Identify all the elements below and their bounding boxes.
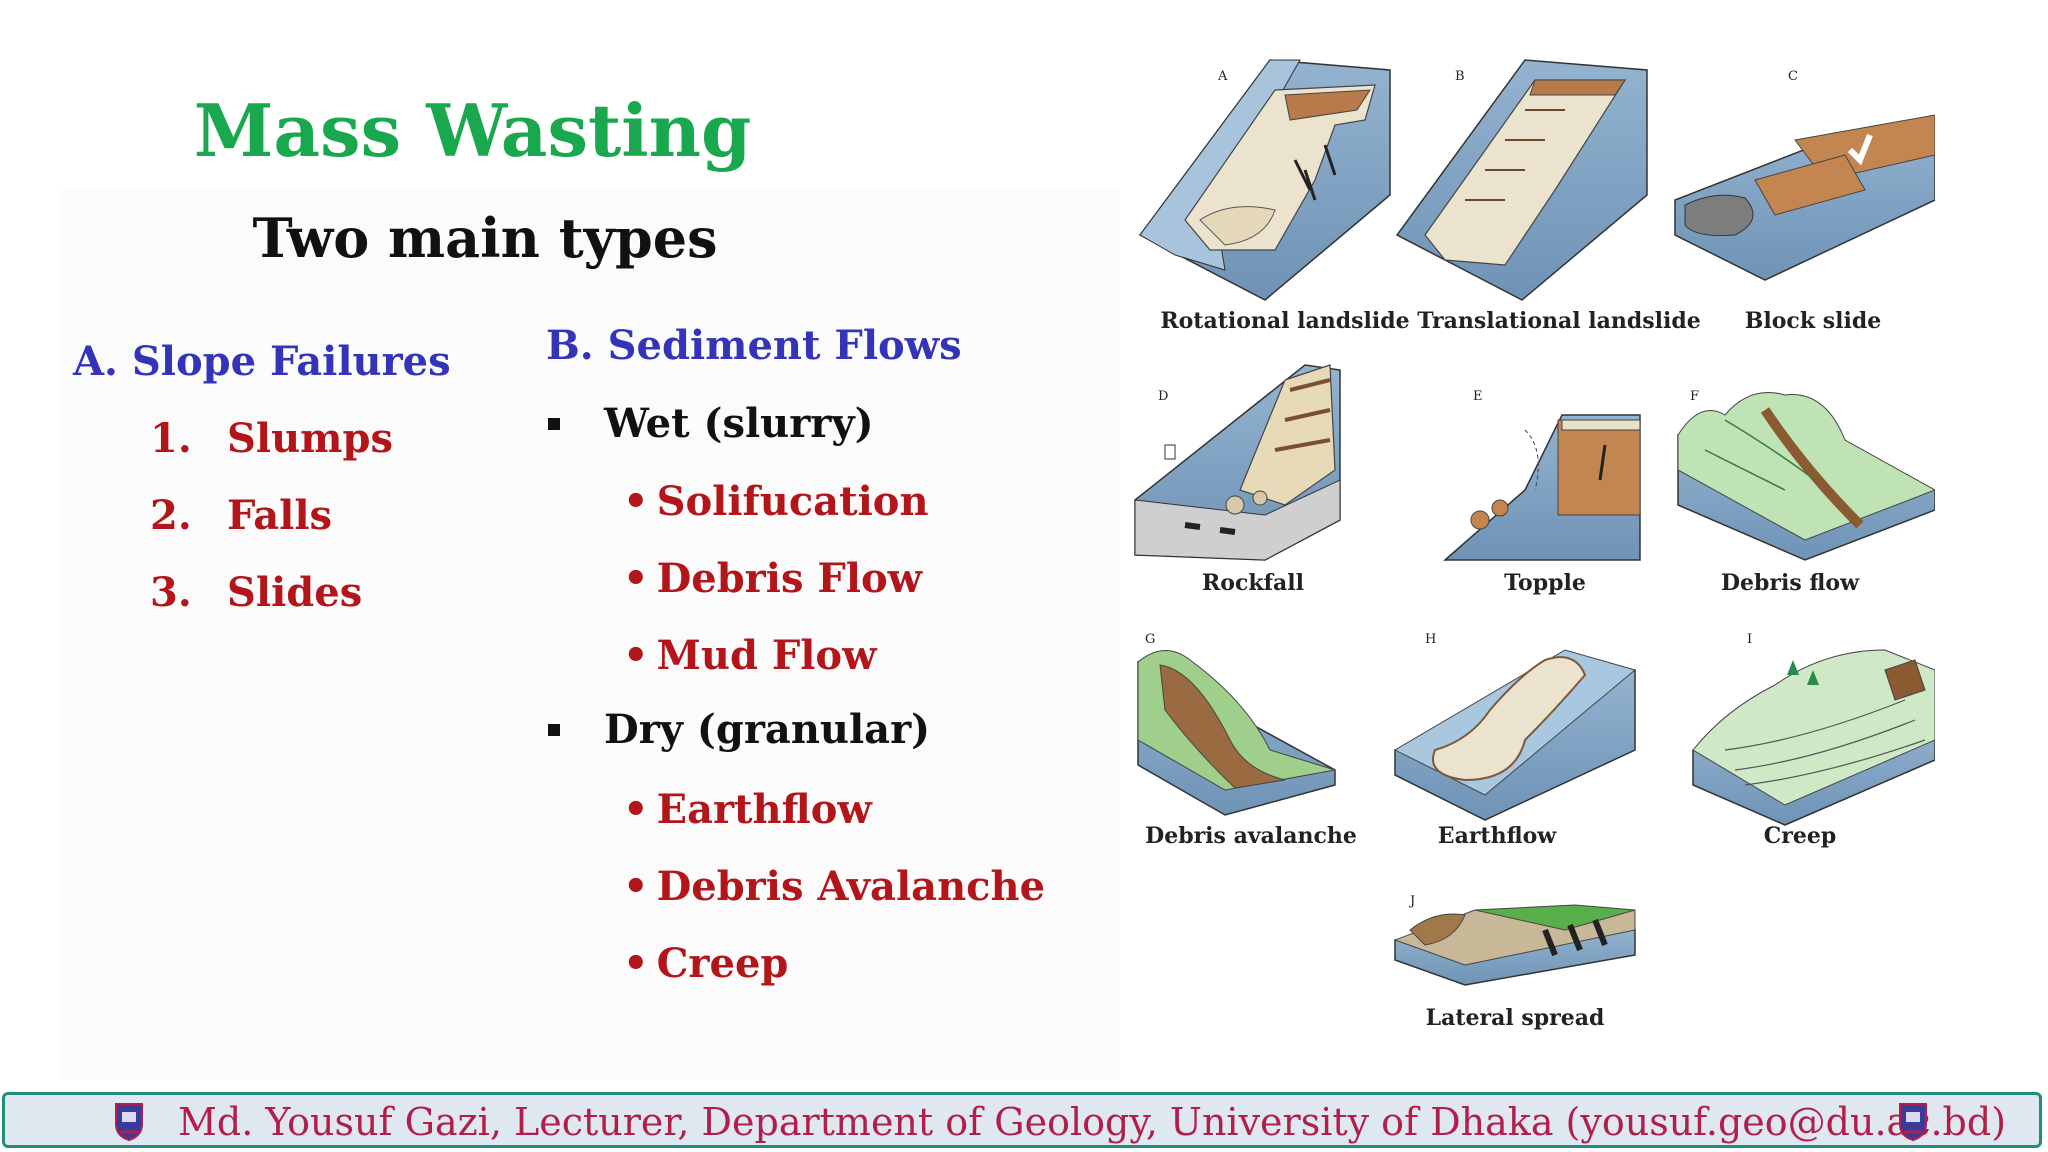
- footer-bar: [2, 1092, 2042, 1148]
- list-label: Falls: [227, 492, 333, 539]
- diagram-label-block-slide: Block slide: [1745, 308, 1881, 334]
- diagram-letter: H: [1425, 632, 1436, 647]
- diagram-label-earthflow: Earthflow: [1438, 823, 1557, 849]
- list-number: 2.: [150, 492, 192, 539]
- footer-credit: Md. Yousuf Gazi, Lecturer, Department of…: [178, 1100, 2007, 1144]
- mass-wasting-types-diagram: A Rotational landslide B Translational l…: [1134, 59, 1935, 1031]
- sediment-flows-heading: B. Sediment Flows: [546, 322, 962, 369]
- list-item-slumps: 1. Slumps: [150, 415, 393, 462]
- list-item-falls: 2. Falls: [150, 492, 332, 539]
- diagram-letter: F: [1690, 389, 1699, 404]
- list-number: 3.: [150, 569, 192, 616]
- diagram-letter: A: [1217, 69, 1228, 84]
- lateral-spread-illustration: [1393, 904, 1636, 986]
- debris-avalanche-illustration: [1137, 650, 1336, 816]
- block-slide-illustration: [1674, 114, 1935, 281]
- university-crest-icon: [115, 1103, 143, 1142]
- bullet-icon: •: [623, 478, 649, 525]
- diagram-letter: I: [1747, 632, 1752, 647]
- slide-title: Mass Wasting: [193, 88, 752, 173]
- square-bullet-icon: [548, 418, 560, 430]
- diagram-letter: J: [1408, 894, 1415, 909]
- diagram-letter: E: [1473, 389, 1483, 404]
- list-item-debris-avalanche: •Debris Avalanche: [623, 863, 1046, 910]
- bullet-icon: •: [623, 555, 649, 602]
- slope-failures-heading: A. Slope Failures: [73, 338, 451, 385]
- diagram-letter: B: [1455, 69, 1465, 84]
- bullet-icon: •: [623, 786, 649, 833]
- earthflow-illustration: [1393, 649, 1637, 821]
- list-item-slides: 3. Slides: [150, 569, 362, 616]
- list-number: 1.: [150, 415, 192, 462]
- diagram-letter: G: [1145, 632, 1155, 647]
- wet-slurry-heading: Wet (slurry): [604, 400, 874, 447]
- diagram-label-debris-flow: Debris flow: [1721, 570, 1860, 596]
- list-item-mud-flow: •Mud Flow: [623, 632, 877, 679]
- list-item-earthflow: •Earthflow: [623, 786, 872, 833]
- diagram-label-topple: Topple: [1504, 570, 1586, 596]
- diagram-label-translational-landslide: Translational landslide: [1417, 308, 1701, 334]
- debris-flow-illustration: [1677, 392, 1935, 561]
- diagram-label-lateral-spread: Lateral spread: [1426, 1005, 1605, 1031]
- rotational-landslide-illustration: [1138, 59, 1391, 301]
- dry-granular-heading: Dry (granular): [604, 706, 931, 753]
- list-label: Slumps: [227, 415, 393, 462]
- diagram-letter: C: [1788, 69, 1798, 84]
- content-background: [60, 190, 1120, 1080]
- university-crest-icon: [1899, 1103, 1927, 1142]
- list-item-debris-flow: •Debris Flow: [623, 555, 923, 602]
- slide-subtitle: Two main types: [252, 206, 718, 270]
- list-item-creep: •Creep: [623, 940, 789, 987]
- rockfall-illustration: [1134, 364, 1341, 561]
- bullet-icon: •: [623, 632, 649, 679]
- bullet-icon: •: [623, 863, 649, 910]
- diagram-letter: D: [1158, 389, 1168, 404]
- bullet-icon: •: [623, 940, 649, 987]
- list-item-solifucation: •Solifucation: [623, 478, 929, 525]
- diagram-label-rockfall: Rockfall: [1202, 570, 1304, 596]
- translational-landslide-illustration: [1395, 59, 1648, 301]
- diagram-label-creep: Creep: [1764, 823, 1836, 849]
- creep-illustration: [1692, 649, 1935, 826]
- topple-illustration: [1443, 414, 1641, 561]
- diagram-label-debris-avalanche: Debris avalanche: [1145, 823, 1357, 849]
- square-bullet-icon: [548, 724, 560, 736]
- diagram-label-rotational-landslide: Rotational landslide: [1160, 308, 1409, 334]
- list-label: Slides: [227, 569, 363, 616]
